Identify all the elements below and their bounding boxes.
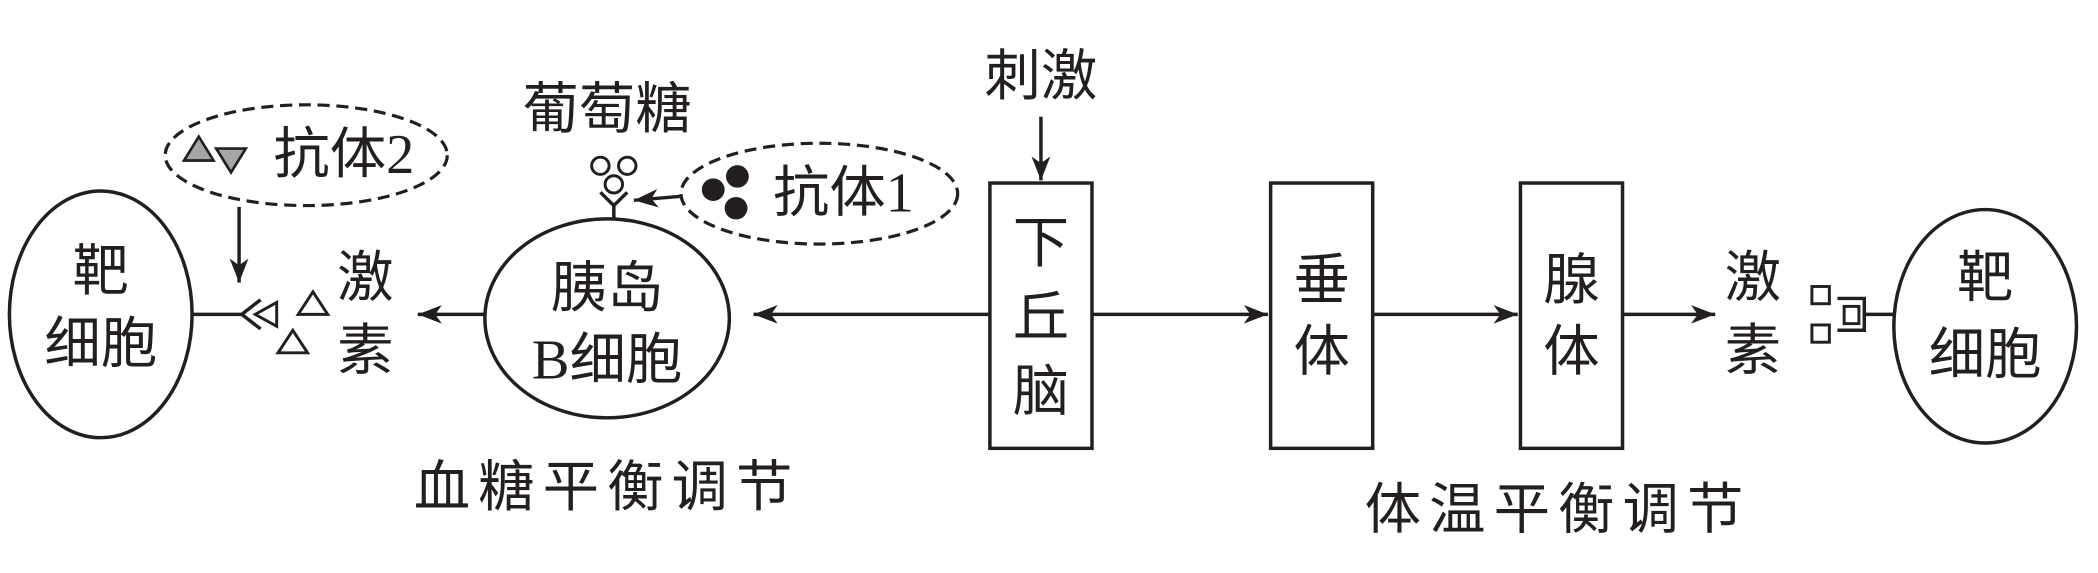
- antibody1-group: 抗体1: [679, 141, 960, 246]
- hypothalamus-box: 下 丘 脑: [988, 181, 1094, 451]
- hypothalamus-char1: 下: [1013, 213, 1069, 275]
- hypothalamus-char3: 脑: [1013, 362, 1069, 424]
- glucose-molecule-icon: [590, 155, 611, 176]
- antibody2-triangle-icon: [181, 134, 216, 162]
- right-target-cell-outline: [1892, 207, 2079, 445]
- left-hormone-char1: 激: [337, 248, 393, 310]
- gland-box: 腺 体: [1518, 181, 1625, 451]
- glucose-molecule-icon: [617, 155, 638, 176]
- hormone-square-bound-icon: [1842, 304, 1861, 326]
- antibody1-dot-icon: [701, 178, 725, 201]
- pituitary-char1: 垂: [1293, 250, 1349, 312]
- antibody2-group: 抗体2: [163, 103, 449, 208]
- right-hormone-char1: 激: [1725, 248, 1781, 310]
- antibody1-label: 抗体1: [773, 163, 914, 225]
- islet-b-cell-outline: [483, 217, 732, 420]
- left-target-cell: 靶 细胞: [7, 189, 194, 440]
- glucose-molecule-icon: [603, 174, 625, 195]
- islet-b-cell-label-line1: 胰岛: [551, 258, 664, 320]
- antibody2-label: 抗体2: [273, 124, 414, 186]
- right-target-cell: 靶 细胞: [1892, 207, 2079, 445]
- islet-b-cell: 胰岛 B细胞: [483, 217, 732, 420]
- antibody1-outline: [679, 141, 960, 246]
- hormone-triangle-bound: [252, 299, 279, 329]
- islet-b-cell-label-line2: B细胞: [532, 330, 682, 392]
- antibody2-outline: [163, 103, 449, 208]
- blood-sugar-regulation-caption: 血糖平衡调节: [414, 457, 801, 519]
- hypothalamus-char2: 丘: [1013, 288, 1069, 350]
- left-hormone-char2: 素: [337, 321, 393, 383]
- hormone-triangle: [295, 289, 331, 316]
- hormone-square-icon: [1810, 285, 1831, 306]
- left-hormone-label: 激 素: [337, 248, 393, 383]
- right-receptor: [1810, 285, 1894, 344]
- left-target-cell-label-line1: 靶: [73, 241, 129, 303]
- pituitary-char2: 体: [1293, 322, 1349, 384]
- pituitary-outline: [1268, 181, 1375, 451]
- hormone-square-icon: [1810, 323, 1831, 344]
- hypothalamus-outline: [988, 181, 1094, 451]
- gland-outline: [1518, 181, 1625, 451]
- pituitary-box: 垂 体: [1268, 181, 1375, 451]
- antibody1-dot-icon: [725, 165, 749, 188]
- glucose-receptor: [590, 155, 638, 221]
- left-receptor: [192, 289, 331, 355]
- antibody2-triangle-icon: [213, 147, 249, 175]
- antibody1-to-receptor-arrow: [633, 188, 682, 208]
- right-hormone-char2: 素: [1725, 321, 1781, 383]
- glucose-label: 葡萄糖: [522, 79, 691, 141]
- left-target-cell-label-line2: 细胞: [44, 314, 157, 376]
- left-receptor-fork: [238, 298, 262, 331]
- antibody1-dot-icon: [724, 196, 748, 220]
- gland-char2: 体: [1543, 322, 1599, 384]
- stimulus-label: 刺激: [985, 46, 1098, 108]
- body-temperature-regulation-caption: 体温平衡调节: [1365, 480, 1752, 542]
- gland-char1: 腺: [1543, 250, 1599, 312]
- right-target-cell-label-line2: 细胞: [1929, 325, 2042, 387]
- right-target-cell-label-line1: 靶: [1957, 248, 2013, 310]
- hormone-triangle: [275, 327, 311, 355]
- right-hormone-label: 激 素: [1725, 248, 1781, 383]
